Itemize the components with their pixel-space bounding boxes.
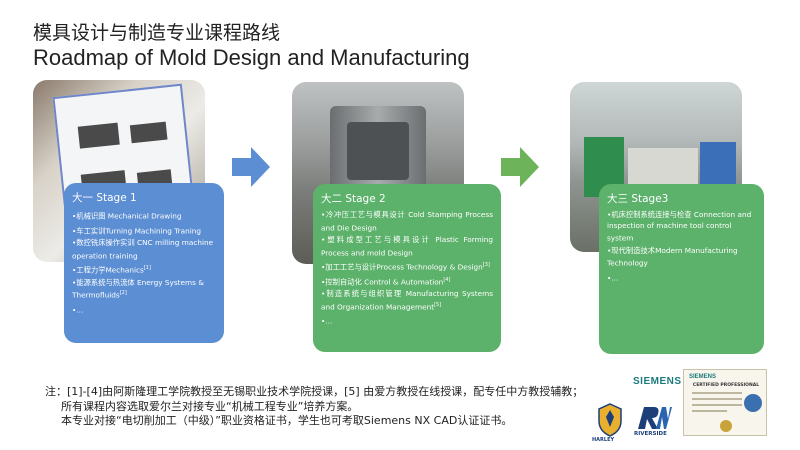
certificate-title: CERTIFIED PROFESSIONAL xyxy=(692,383,760,388)
stage1-box: 大一 Stage 1 •机械识图 Mechanical Drawing •车工实… xyxy=(64,183,224,343)
certificate-text-lines xyxy=(692,392,742,416)
stage2-heading: 大二 Stage 2 xyxy=(321,193,386,205)
course-item: •能源系统与热流体 Energy Systems & Thermofluids[… xyxy=(72,277,204,300)
course-item: •加工工艺与设计Process Technology & Design[3] xyxy=(321,262,490,272)
course-item: •控制自动化 Control & Automation[4] xyxy=(321,276,451,287)
footnote-line-1: 注：[1]-[4]由阿斯隆理工学院教授至无锡职业技术学院授课，[5] 由爱方教授… xyxy=(45,385,584,398)
mold-core-image xyxy=(347,122,409,180)
stage3-box: 大三 Stage3 •机床控制系统连接与检查 Connection and in… xyxy=(599,184,764,354)
course-item: •... xyxy=(607,273,619,283)
course-item: •... xyxy=(321,316,333,326)
course-item: •塑料成型工艺与模具设计 Plastic Forming Process and… xyxy=(321,235,493,258)
footnote-line-3: 本专业对接“电切削加工（中级）”职业资格证书，学生也可考取Siemens NX … xyxy=(61,414,513,427)
stage3-heading: 大三 Stage3 xyxy=(607,193,669,205)
stage2-course-list: •冷冲压工艺与模具设计 Cold Stamping Process and Di… xyxy=(321,210,493,327)
course-item: •现代制造技术Modern Manufacturing Technology xyxy=(607,245,738,268)
certificate-brand: SIEMENS xyxy=(689,374,717,380)
riverside-logo-text: RIVERSIDE xyxy=(634,431,667,437)
title-zh: 模具设计与制造专业课程路线 xyxy=(33,22,281,44)
course-item: •... xyxy=(72,305,84,315)
title-en: Roadmap of Mold Design and Manufacturing xyxy=(33,45,470,70)
course-item: •工程力学Mechanics[1] xyxy=(72,265,151,275)
page-title: 模具设计与制造专业课程路线 Roadmap of Mold Design and… xyxy=(33,22,470,71)
course-item: •制造系统与组织管理 Manufacturing Systems and Org… xyxy=(321,289,493,312)
stage3-course-list: •机床控制系统连接与检查 Connection and inspection o… xyxy=(607,210,756,284)
certificate-badge-icon xyxy=(744,394,762,412)
footnote-line-2: 所有课程内容选取爱尔兰对接专业“机械工程专业”培养方案。 xyxy=(61,399,359,413)
course-item: •数控铣床操作实训 CNC milling machine operation … xyxy=(72,238,214,261)
course-item: •车工实训Turning Machining Traning xyxy=(72,225,201,235)
arrow-right-icon xyxy=(501,147,539,187)
certificate-seal-icon xyxy=(720,420,732,432)
harley-logo-text: HARLEY xyxy=(592,437,615,443)
stage1-course-list: •机械识图 Mechanical Drawing •车工实训Turning Ma… xyxy=(72,209,216,316)
course-item: •机械识图 Mechanical Drawing xyxy=(72,211,182,221)
siemens-logo: SIEMENS xyxy=(633,376,682,387)
riverside-logo-icon xyxy=(638,407,672,429)
harley-crest-icon xyxy=(598,403,622,437)
siemens-certificate-image: SIEMENS CERTIFIED PROFESSIONAL xyxy=(683,369,767,436)
course-item: •冷冲压工艺与模具设计 Cold Stamping Process and Di… xyxy=(321,210,493,233)
stage1-heading: 大一 Stage 1 xyxy=(72,192,137,204)
course-item: •机床控制系统连接与检查 Connection and inspection o… xyxy=(607,210,752,243)
stage2-box: 大二 Stage 2 •冷冲压工艺与模具设计 Cold Stamping Pro… xyxy=(313,184,501,352)
footnote: 注：[1]-[4]由阿斯隆理工学院教授至无锡职业技术学院授课，[5] 由爱方教授… xyxy=(45,385,583,429)
arrow-right-icon xyxy=(232,147,270,187)
